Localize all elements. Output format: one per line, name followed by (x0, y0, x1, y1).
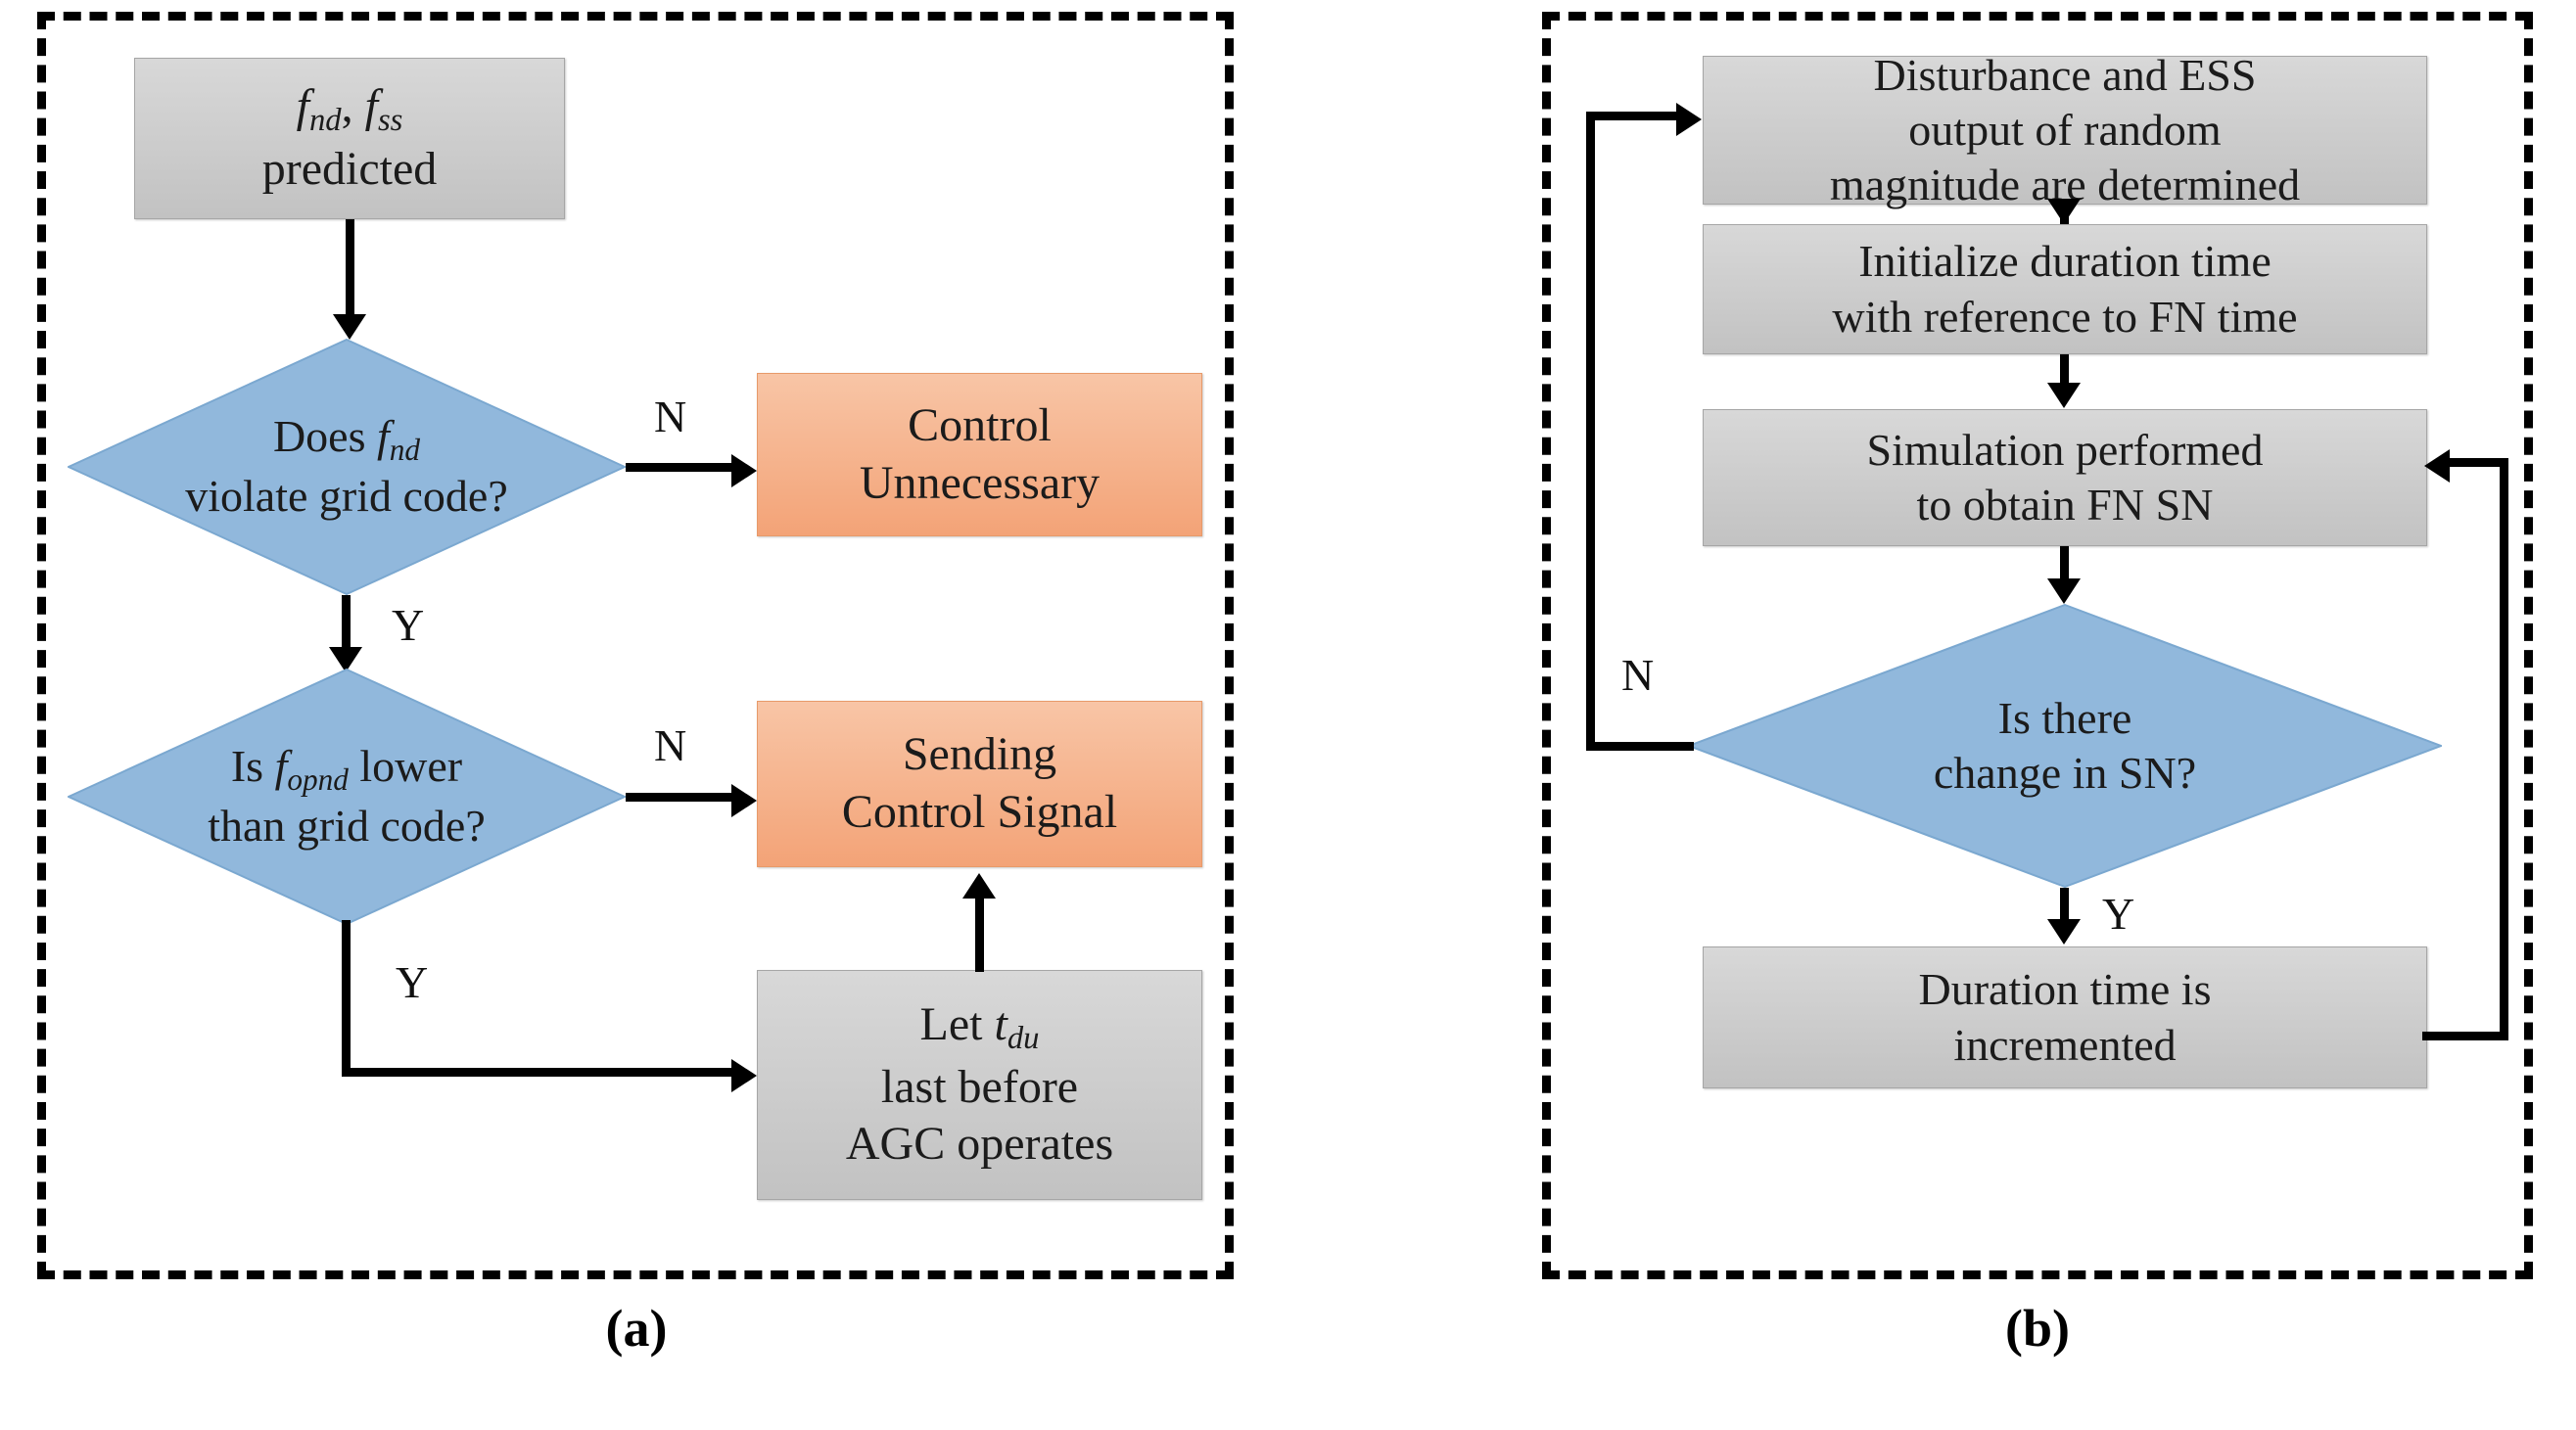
edge-yes-to-increment (2060, 888, 2069, 929)
panel-a-border: fnd, fss predicted Does fnd violate grid… (37, 12, 1234, 1279)
label-comma: , (341, 80, 365, 133)
edge-no-loop-vertical (1586, 112, 1595, 751)
label-fnd-var: fnd (377, 411, 421, 468)
label-initialize-line2: with reference to FN time (1832, 291, 2298, 342)
label-f-nd: fnd (296, 80, 342, 139)
label-increment-line1: Duration time is (1918, 964, 2212, 1015)
label-sending: Sending (902, 728, 1057, 781)
label-simulation-line2: to obtain FN SN (1916, 480, 2214, 530)
label-change-in-sn: change in SN? (1933, 748, 2197, 798)
edge-no-loop-top (1586, 112, 1682, 120)
label-disturbance-line1: Disturbance and ESS (1873, 49, 2257, 100)
arrowhead-decision1-yes (329, 647, 362, 672)
caption-panel-b: (b) (2005, 1299, 2070, 1358)
label-last-before: last before (880, 1060, 1079, 1113)
edge-decision2-yes-vertical (342, 920, 351, 1077)
node-fnd-fss-predicted: fnd, fss predicted (134, 58, 565, 219)
label-control: Control (908, 398, 1052, 451)
label-agc-operates: AGC operates (845, 1118, 1114, 1171)
edge-label-yes: Y (2102, 889, 2135, 939)
edge-label-decision2-yes: Y (396, 957, 429, 1007)
arrowhead-simulation-to-decision (2047, 578, 2081, 604)
edge-initialize-to-simulation (2060, 354, 2069, 393)
label-disturbance-line2: output of random (1908, 104, 2222, 155)
label-f-ss: fss (364, 80, 403, 139)
arrowhead-feedback (2424, 449, 2450, 483)
arrowhead-disturbance-to-initialize (2047, 199, 2081, 224)
node-duration-time-is-incremented: Duration time is incremented (1703, 946, 2427, 1088)
edge-feedback-top (2450, 458, 2508, 467)
arrowhead-decision1-no (731, 454, 757, 487)
label-lower: lower (348, 741, 463, 792)
label-than-grid-code: than grid code? (208, 801, 486, 852)
node-simulation-performed: Simulation performed to obtain FN SN (1703, 409, 2427, 546)
edge-decision2-yes-horizontal (342, 1068, 738, 1077)
label-initialize-line1: Initialize duration time (1858, 236, 2272, 287)
label-is-there: Is there (1997, 692, 2132, 743)
node-is-there-change-in-sn: Is there change in SN? (1688, 604, 2442, 888)
edge-label-decision2-no: N (654, 720, 687, 770)
arrowhead-no-loop (1676, 103, 1702, 136)
label-tdu-var: tdu (994, 997, 1040, 1057)
label-let: Let (919, 997, 995, 1050)
label-fopnd-var: fopnd (274, 741, 349, 798)
arrowhead-tdu-to-sending (962, 873, 996, 899)
node-sending-control-signal: Sending Control Signal (757, 701, 1202, 867)
label-increment-line2: incremented (1953, 1019, 2177, 1070)
edge-no-loop-bottom (1586, 742, 1694, 751)
label-simulation-line1: Simulation performed (1866, 424, 2264, 475)
arrowhead-decision2-yes (731, 1059, 757, 1092)
caption-panel-a: (a) (605, 1299, 668, 1358)
edge-decision1-yes (342, 595, 351, 656)
node-let-tdu-last-before-agc-operates: Let tdu last before AGC operates (757, 970, 1202, 1200)
panel-b-border: Disturbance and ESS output of random mag… (1542, 12, 2533, 1279)
node-control-unnecessary: Control Unnecessary (757, 373, 1202, 536)
arrowhead-start-to-decision1 (333, 314, 366, 340)
arrowhead-decision2-no (731, 784, 757, 817)
node-does-fnd-violate-grid-code: Does fnd violate grid code? (68, 339, 626, 595)
edge-feedback-vertical (2500, 458, 2508, 1040)
diamond-shape-b (1688, 604, 2442, 888)
arrowhead-yes-to-increment (2047, 919, 2081, 945)
edge-feedback-bottom (2422, 1032, 2508, 1040)
label-does: Does (272, 411, 377, 462)
diamond-shape-1 (68, 339, 626, 595)
edge-decision1-no (626, 463, 738, 472)
edge-decision2-no (626, 793, 738, 802)
edge-label-decision1-yes: Y (392, 600, 425, 650)
edge-start-to-decision1 (346, 219, 354, 319)
label-predicted: predicted (261, 143, 438, 196)
node-initialize-duration-time: Initialize duration time with reference … (1703, 224, 2427, 354)
edge-simulation-to-decision (2060, 546, 2069, 587)
arrowhead-initialize-to-simulation (2047, 383, 2081, 408)
node-disturbance-and-ess: Disturbance and ESS output of random mag… (1703, 50, 2427, 209)
label-is: Is (230, 741, 275, 792)
edge-label-no: N (1621, 650, 1655, 700)
node-is-fopnd-lower-than-grid-code: Is fopnd lower than grid code? (68, 669, 626, 925)
edge-label-decision1-no: N (654, 392, 687, 441)
edge-tdu-to-sending (975, 899, 984, 972)
label-unnecessary: Unnecessary (859, 456, 1101, 509)
label-violate-grid-code: violate grid code? (185, 471, 508, 522)
label-control-signal: Control Signal (841, 786, 1118, 838)
